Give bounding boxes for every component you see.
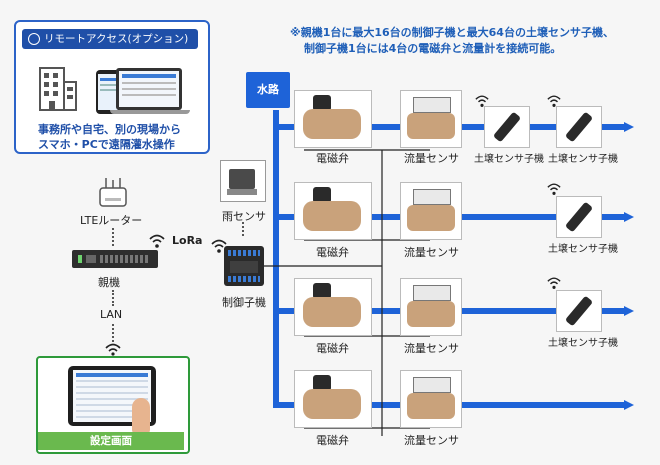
soil-sensor-label-row1-b: 土壌センサ子機 [548,154,618,165]
water-channel-label: 水路 [257,83,279,96]
laptop-image [116,68,182,110]
settings-screen-label-bar: 設定画面 [38,432,184,450]
soil-sensor-row1-b [556,106,602,148]
valve-row4 [294,370,372,428]
soil-sensor-label-row3: 土壌センサ子機 [548,338,618,349]
control-wiring [264,149,430,436]
valve-label-row1: 電磁弁 [316,152,349,165]
remote-access-panel: リモートアクセス(オプション) 事務所や自宅、別の現場から スマホ・PCで遠隔灌… [14,20,210,154]
remote-desc-line1: 事務所や自宅、別の現場から [38,123,181,136]
soil-sensor-label-row2: 土壌センサ子機 [548,244,618,255]
lan-label: LAN [100,308,123,321]
note-line1: ※親機1台に最大16台の制御子機と最大64台の土壌センサ子機、 [290,26,614,39]
soil-sensor-label-row1-a: 土壌センサ子機 [474,154,544,165]
globe-icon [28,33,40,45]
note-line2: 制御子機1台には4台の電磁弁と流量計を接続可能。 [304,42,562,55]
valve-label-row2: 電磁弁 [316,246,349,259]
settings-screen-panel: 設定画面 [36,356,190,454]
parent-lan-dots [112,290,114,306]
valve-row2 [294,182,372,240]
lora-label: LoRa [172,234,203,247]
lte-router-icon [99,178,127,207]
laptop-base [110,110,190,114]
soil-wifi-icon-3 [547,277,561,289]
soil-wifi-icon-1b [547,95,561,107]
valve-row3 [294,278,372,336]
flow-sensor-row1 [400,90,462,148]
control-unit-device [224,246,264,286]
valve-row1 [294,90,372,148]
remote-access-badge: リモートアクセス(オプション) [22,29,198,49]
valve-label-row3: 電磁弁 [316,342,349,355]
parent-unit-device [72,250,158,268]
flow-sensor-row2 [400,182,462,240]
parent-unit-label: 親機 [98,276,120,289]
soil-sensor-row2 [556,196,602,238]
parent-wifi-icon [149,234,165,248]
soil-wifi-icon-1a [475,95,489,107]
flow-sensor-label-row1: 流量センサ [404,152,459,165]
soil-sensor-row3 [556,290,602,332]
flow-sensor-row4 [400,370,462,428]
lan-settings-dots [112,324,114,342]
control-wifi-icon [211,239,227,253]
settings-wifi-icon [105,343,121,356]
water-channel-box: 水路 [246,72,290,108]
control-unit-label: 制御子機 [222,296,266,309]
flow-sensor-label-row3: 流量センサ [404,342,459,355]
soil-sensor-row1-a [484,106,530,148]
flow-sensor-row3 [400,278,462,336]
remote-access-label: リモートアクセス(オプション) [44,33,189,45]
router-link-dots [112,228,114,246]
rain-sensor-label: 雨センサ [222,210,266,223]
remote-desc-line2: スマホ・PCで遠隔灌水操作 [38,138,175,151]
lte-router-label: LTEルーター [80,214,143,227]
flow-sensor-label-row4: 流量センサ [404,434,459,447]
rain-sensor-device [220,160,266,202]
valve-label-row4: 電磁弁 [316,434,349,447]
settings-screen-label: 設定画面 [90,435,132,447]
soil-wifi-icon-2 [547,183,561,195]
rain-sensor-link-dots [242,222,244,236]
office-building-icon [39,67,77,111]
flow-sensor-label-row2: 流量センサ [404,246,459,259]
hand-image [132,398,150,434]
